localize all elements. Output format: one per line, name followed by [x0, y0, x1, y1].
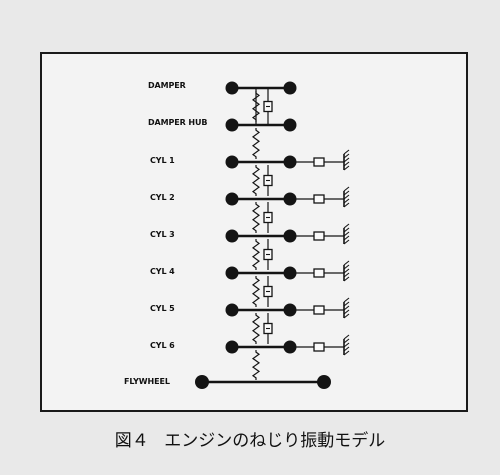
cyl-3-right-mass — [283, 229, 297, 243]
cyl-5-ground-damper — [313, 305, 325, 315]
label-cyl-3: CYL 3 — [150, 230, 175, 239]
cyl-3-left-mass — [225, 229, 239, 243]
cyl-1-right-mass — [283, 155, 297, 169]
label-flywheel: FLYWHEEL — [124, 377, 170, 386]
cyl-6-ground-hatch — [343, 338, 350, 344]
cyl-5-ground-hatch — [343, 297, 350, 303]
cyl-2-ground-hatch — [343, 202, 350, 208]
cyl-2-ground-hatch — [343, 186, 350, 192]
label-damper-hub: DAMPER HUB — [148, 118, 208, 127]
cyl-4-ground-hatch — [343, 268, 350, 274]
cyl-5-ground-hatch — [343, 305, 350, 311]
cyl-6-ground-hatch — [343, 350, 350, 356]
diagram-frame — [40, 52, 468, 412]
damper-hub-left-mass — [225, 118, 239, 132]
flywheel-left-mass — [195, 375, 209, 389]
figure-caption: 図４ エンジンのねじり振動モデル — [0, 426, 500, 451]
torsion-spring-3 — [251, 165, 261, 196]
cyl-4-ground-hatch — [343, 276, 350, 282]
cyl-4-ground-damper — [313, 268, 325, 278]
torsion-spring-6 — [251, 276, 261, 307]
cyl-4-right-mass — [283, 266, 297, 280]
torsion-spring-7 — [251, 313, 261, 344]
cyl-2-right-mass — [283, 192, 297, 206]
flywheel-right-mass — [317, 375, 331, 389]
cyl-1-ground-hatch — [343, 161, 350, 167]
torsion-spring-5 — [251, 239, 261, 270]
torsion-spring-4 — [251, 202, 261, 233]
cyl-6-ground-hatch — [343, 346, 350, 352]
damper-left-mass — [225, 81, 239, 95]
label-cyl-5: CYL 5 — [150, 304, 175, 313]
cyl-1-ground-hatch — [343, 149, 350, 155]
cyl-3-ground-hatch — [343, 239, 350, 245]
cyl-1-ground-hatch — [343, 157, 350, 163]
damper-right-mass — [283, 81, 297, 95]
cyl-3-ground-damper — [313, 231, 325, 241]
caption-title: エンジンのねじり振動モデル — [164, 431, 386, 451]
label-cyl-1: CYL 1 — [150, 156, 175, 165]
cyl-2-ground-hatch — [343, 190, 350, 196]
cyl-1-left-mass — [225, 155, 239, 169]
cyl-1-ground-hatch — [343, 165, 350, 171]
cyl-2-ground-damper — [313, 194, 325, 204]
label-cyl-6: CYL 6 — [150, 341, 175, 350]
label-cyl-2: CYL 2 — [150, 193, 175, 202]
cyl-4-ground-hatch — [343, 264, 350, 270]
torsion-spring-flywheel — [251, 350, 261, 380]
cyl-4-left-mass — [225, 266, 239, 280]
cyl-6-right-mass — [283, 340, 297, 354]
cyl-2-left-mass — [225, 192, 239, 206]
cyl-3-ground-hatch — [343, 223, 350, 229]
cyl-3-ground-hatch — [343, 235, 350, 241]
cyl-6-ground-hatch — [343, 342, 350, 348]
cyl-5-ground-hatch — [343, 313, 350, 319]
cyl-6-ground-damper — [313, 342, 325, 352]
cyl-6-left-mass — [225, 340, 239, 354]
damper-hub-right-mass — [283, 118, 297, 132]
torsion-spring-2 — [251, 128, 261, 159]
cyl-1-ground-damper — [313, 157, 325, 167]
cyl-5-left-mass — [225, 303, 239, 317]
cyl-3-ground-hatch — [343, 227, 350, 233]
cyl-6-ground-hatch — [343, 334, 350, 340]
caption-figure-number: 図４ — [114, 431, 149, 451]
label-damper: DAMPER — [148, 81, 186, 90]
cyl-4-ground-hatch — [343, 272, 350, 278]
label-cyl-4: CYL 4 — [150, 267, 175, 276]
cyl-2-ground-hatch — [343, 198, 350, 204]
cyl-1-ground-hatch — [343, 153, 350, 159]
cyl-5-ground-hatch — [343, 309, 350, 315]
torsion-spring-1 — [251, 91, 261, 122]
cyl-5-ground-hatch — [343, 301, 350, 307]
cyl-2-ground-hatch — [343, 194, 350, 200]
cyl-3-ground-hatch — [343, 231, 350, 237]
cyl-5-right-mass — [283, 303, 297, 317]
cyl-4-ground-hatch — [343, 260, 350, 266]
